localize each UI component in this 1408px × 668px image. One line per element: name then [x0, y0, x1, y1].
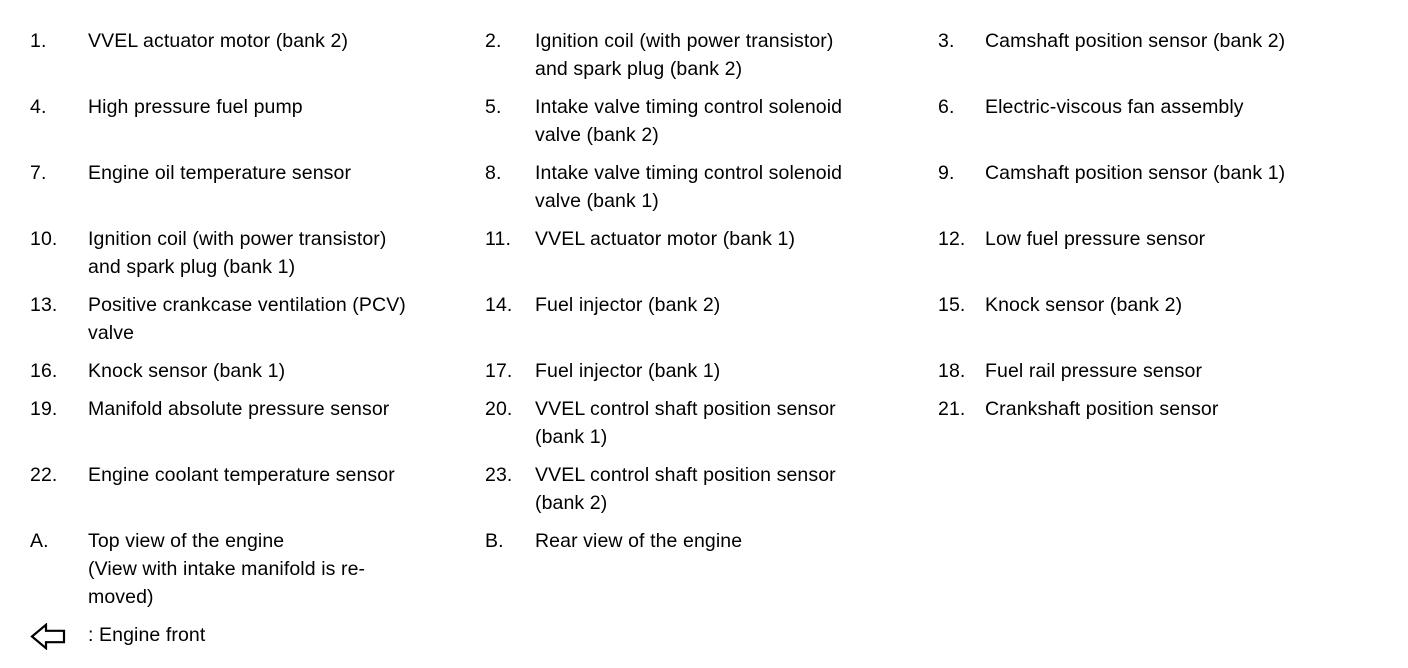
legend-item-number-5: 5.	[485, 96, 502, 118]
legend-item-text-1: VVEL actuator motor (bank 2)	[88, 30, 349, 52]
legend-item-number-9: 9.	[938, 162, 955, 184]
legend-item-text-12: Low fuel pressure sensor	[985, 228, 1206, 250]
legend-item-text-13: Positive crankcase ventilation (PCV)valv…	[88, 294, 406, 344]
legend-item-number-13: 13.	[30, 294, 58, 316]
legend-item-number-20: 20.	[485, 398, 513, 420]
legend-item-number-21: 21.	[938, 398, 966, 420]
legend-item-text-2: Ignition coil (with power transistor)and…	[535, 30, 834, 80]
engine-front-arrow-icon	[30, 621, 88, 650]
legend-item-number-11: 11.	[485, 228, 511, 250]
legend-item-number-2: 2.	[485, 30, 502, 52]
legend-item-text-16: Knock sensor (bank 1)	[88, 360, 286, 382]
legend-item-text-A: Top view of the engine(View with intake …	[88, 530, 366, 608]
legend-item-text-22: Engine coolant temperature sensor	[88, 464, 395, 486]
legend-item-text-9: Camshaft position sensor (bank 1)	[985, 162, 1286, 184]
legend-item-number-3: 3.	[938, 30, 955, 52]
legend-item-number-8: 8.	[485, 162, 502, 184]
legend-item-number-10: 10.	[30, 228, 58, 250]
legend-item-number-22: 22.	[30, 464, 58, 486]
legend-item-text-23: VVEL control shaft position sensor(bank …	[535, 464, 836, 514]
legend-item-number-14: 14.	[485, 294, 513, 316]
legend-item-text-B: Rear view of the engine	[535, 530, 743, 552]
legend-item-text-15: Knock sensor (bank 2)	[985, 294, 1183, 316]
legend-item-text-21: Crankshaft position sensor	[985, 398, 1219, 420]
legend-item-number-18: 18.	[938, 360, 966, 382]
legend-item-number-17: 17.	[485, 360, 513, 382]
legend-item-text-19: Manifold absolute pressure sensor	[88, 398, 390, 420]
legend-item-number-12: 12.	[938, 228, 966, 250]
legend-item-number-19: 19.	[30, 398, 58, 420]
legend-item-text-14: Fuel injector (bank 2)	[535, 294, 721, 316]
engine-front-note: : Engine front	[88, 624, 206, 646]
legend-item-text-17: Fuel injector (bank 1)	[535, 360, 721, 382]
legend-item-number-A: A.	[30, 530, 49, 552]
legend-item-text-3: Camshaft position sensor (bank 2)	[985, 30, 1286, 52]
legend-item-number-7: 7.	[30, 162, 47, 184]
legend-item-text-4: High pressure fuel pump	[88, 96, 303, 118]
legend-item-number-B: B.	[485, 530, 504, 552]
legend-item-text-18: Fuel rail pressure sensor	[985, 360, 1203, 382]
legend-item-number-23: 23.	[485, 464, 513, 486]
legend-item-number-6: 6.	[938, 96, 955, 118]
legend-item-text-6: Electric-viscous fan assembly	[985, 96, 1244, 118]
legend-item-text-7: Engine oil temperature sensor	[88, 162, 352, 184]
component-legend: : Engine front 1. VVEL actuator motor (ba…	[30, 27, 1408, 650]
legend-item-number-16: 16.	[30, 360, 58, 382]
legend-item-text-20: VVEL control shaft position sensor(bank …	[535, 398, 836, 448]
legend-item-text-10: Ignition coil (with power transistor)and…	[88, 228, 387, 278]
legend-item-number-15: 15.	[938, 294, 966, 316]
legend-item-number-1: 1.	[30, 30, 47, 52]
legend-item-text-11: VVEL actuator motor (bank 1)	[535, 228, 796, 250]
legend-item-number-4: 4.	[30, 96, 47, 118]
